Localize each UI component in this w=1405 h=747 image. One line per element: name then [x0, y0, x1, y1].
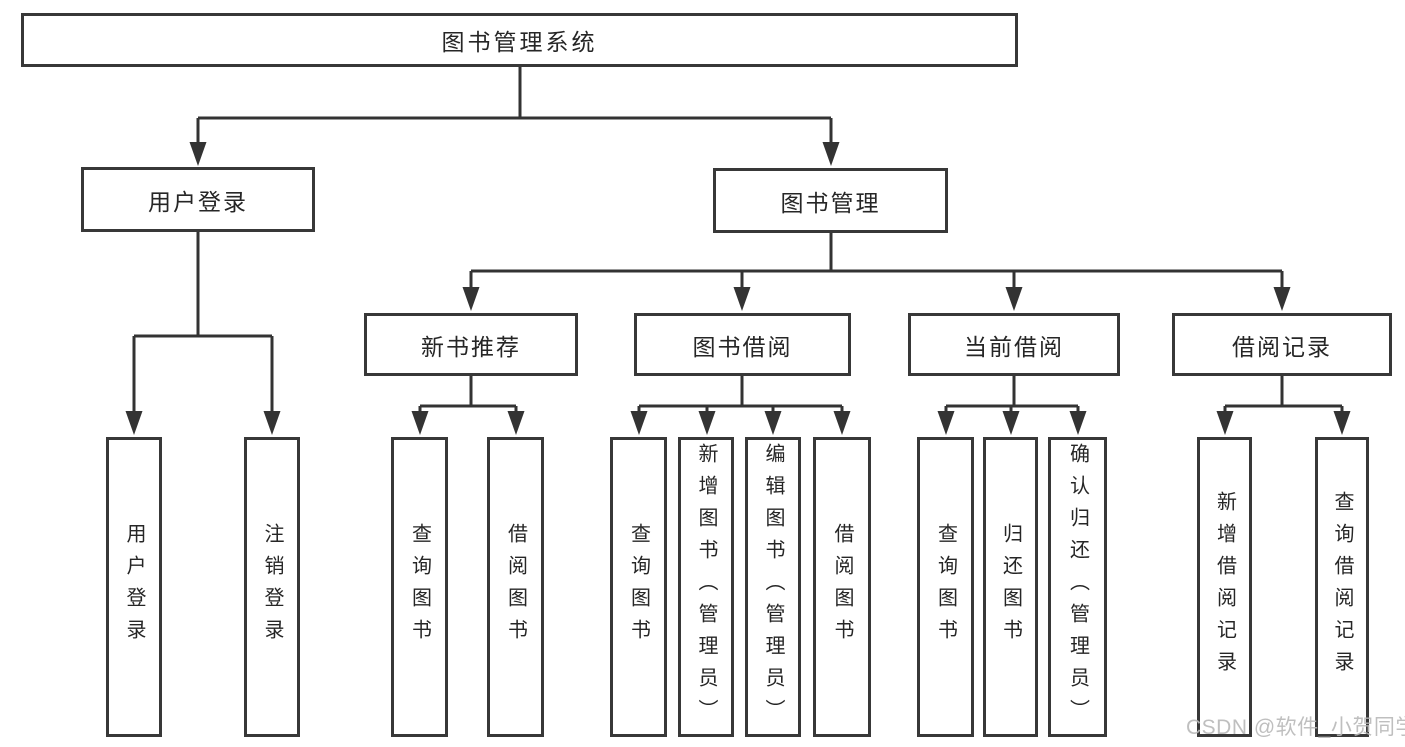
leaf-current-return-books: 归还图书 [983, 437, 1038, 737]
node-book-borrow: 图书借阅 [634, 313, 851, 376]
leaf-newbooks-borrow-books: 借阅图书 [487, 437, 544, 737]
csdn-watermark: CSDN @软件_小贺同学 [1186, 716, 1405, 739]
node-user-login: 用户登录 [81, 167, 315, 232]
node-book-management: 图书管理 [713, 168, 948, 233]
leaf-borrow-borrow-books: 借阅图书 [813, 437, 871, 737]
leaf-borrow-query-books: 查询图书 [610, 437, 667, 737]
node-borrow-records: 借阅记录 [1172, 313, 1392, 376]
leaf-current-query-books: 查询图书 [917, 437, 974, 737]
leaf-records-add-record: 新增借阅记录 [1197, 437, 1252, 737]
node-current-borrow: 当前借阅 [908, 313, 1120, 376]
leaf-user-login: 用户登录 [106, 437, 162, 737]
leaf-borrow-add-books-admin: 新增图书（管理员） [678, 437, 734, 737]
leaf-borrow-edit-books-admin: 编辑图书（管理员） [745, 437, 801, 737]
leaf-current-confirm-return-admin: 确认归还（管理员） [1048, 437, 1107, 737]
node-new-book-recommend: 新书推荐 [364, 313, 578, 376]
leaf-logout: 注销登录 [244, 437, 300, 737]
leaf-records-query-record: 查询借阅记录 [1315, 437, 1369, 737]
leaf-newbooks-query-books: 查询图书 [391, 437, 448, 737]
node-library-management-system: 图书管理系统 [21, 13, 1018, 67]
